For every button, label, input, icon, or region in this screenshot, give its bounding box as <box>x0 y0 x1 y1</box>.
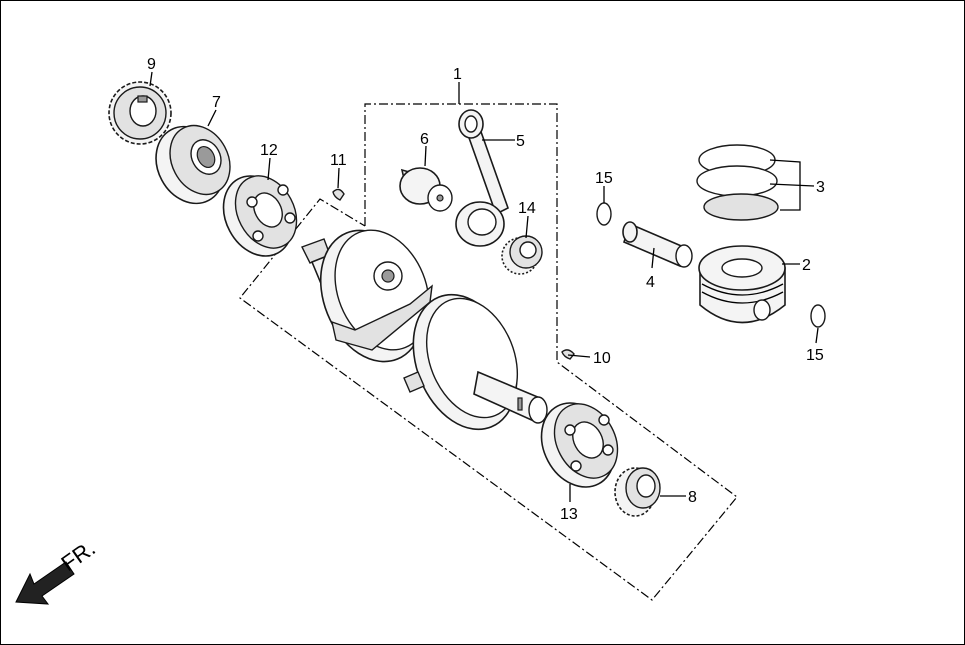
piston-pin-part[interactable] <box>622 221 693 268</box>
callout-labels: 1 2 3 4 5 6 7 8 9 10 11 12 13 14 15 15 <box>147 56 825 523</box>
callout-14: 14 <box>518 200 536 217</box>
right-crank-half-part[interactable] <box>394 279 548 445</box>
needle-bearing-part[interactable] <box>501 235 543 275</box>
circlip-left-part[interactable] <box>596 202 612 226</box>
piston-rings-part[interactable] <box>696 144 779 221</box>
callout-9: 9 <box>147 56 156 73</box>
callout-11: 11 <box>330 152 347 169</box>
callout-2: 2 <box>802 257 811 274</box>
oil-seal-part[interactable] <box>143 115 242 216</box>
connecting-rod-part[interactable] <box>455 109 509 247</box>
bearing-right-part[interactable] <box>527 390 630 500</box>
callout-7: 7 <box>212 94 221 111</box>
piston-part[interactable] <box>698 245 786 324</box>
callout-4: 4 <box>646 274 655 291</box>
callout-5: 5 <box>516 133 525 150</box>
leader-lines <box>149 71 819 502</box>
callout-12: 12 <box>260 142 278 159</box>
callout-1: 1 <box>453 66 462 83</box>
front-direction-indicator: FR. <box>15 535 100 605</box>
callout-10: 10 <box>593 350 611 367</box>
callout-15-bottom: 15 <box>806 347 824 364</box>
circlip-right-part[interactable] <box>810 304 826 328</box>
callout-3: 3 <box>816 179 825 196</box>
callout-8: 8 <box>688 489 697 506</box>
woodruff-key-part[interactable] <box>332 188 345 201</box>
crank-pin-part[interactable] <box>399 167 453 212</box>
front-arrow-icon <box>15 561 75 605</box>
woodruff-key-2-part[interactable] <box>561 349 575 360</box>
ball-bearing-part[interactable] <box>210 164 309 268</box>
left-crank-half-part[interactable] <box>301 215 446 377</box>
callout-15-top: 15 <box>595 170 613 187</box>
timing-sprocket-part[interactable] <box>614 467 661 517</box>
callout-6: 6 <box>420 131 429 148</box>
gear-part[interactable] <box>108 81 172 145</box>
callout-13: 13 <box>560 506 578 523</box>
